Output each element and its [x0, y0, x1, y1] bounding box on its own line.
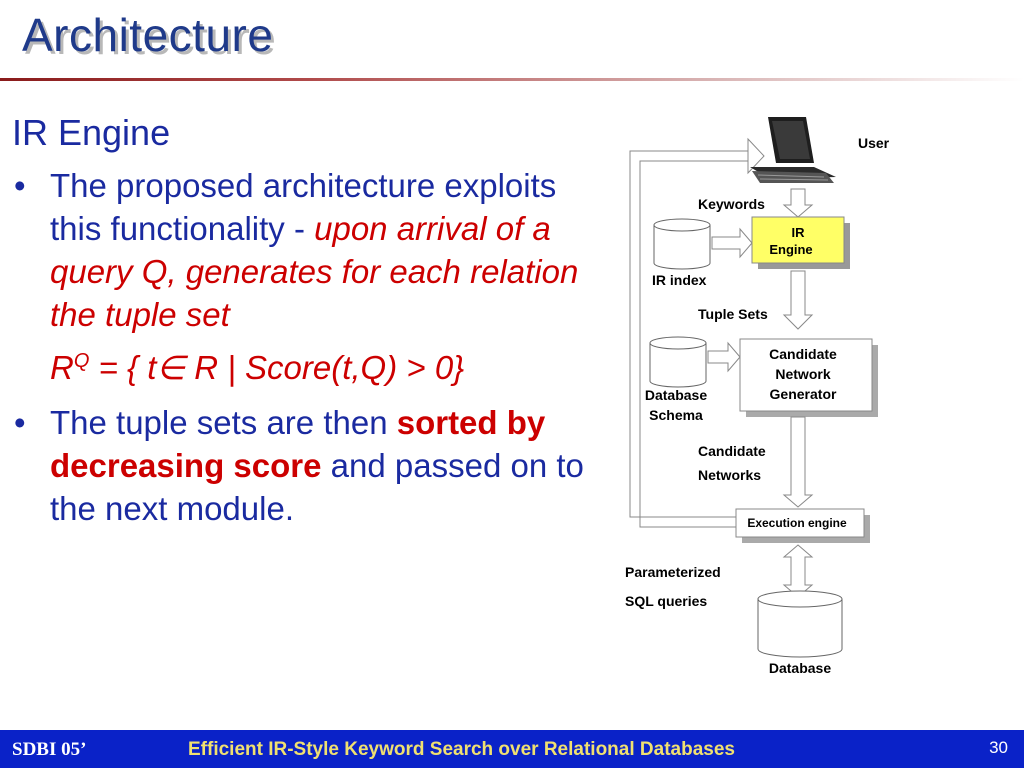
formula-base: R: [50, 349, 74, 386]
conference-label: SDBI 05’: [12, 739, 87, 760]
generator-label-line2: Network: [775, 366, 830, 382]
bullet-1-emphasis: upon arrival of a query Q, generates for…: [50, 210, 579, 333]
formula-body: = { t∈ R | Score(t,Q) > 0}: [89, 349, 465, 386]
bullet-marker: •: [14, 167, 26, 204]
database-label: Database: [769, 660, 831, 676]
bullet-item-1: • The proposed architecture exploits thi…: [12, 164, 590, 389]
tuple-sets-label: Tuple Sets: [698, 306, 768, 322]
sql-queries-double-arrow: [782, 544, 814, 598]
ir-index-label: IR index: [652, 272, 707, 288]
user-label: User: [858, 135, 890, 151]
keywords-label: Keywords: [698, 196, 765, 212]
database-schema-cylinder: [649, 336, 707, 388]
slide-footer: SDBI 05’ Efficient IR-Style Keyword Sear…: [0, 730, 1024, 768]
bullet-item-2: • The tuple sets are then sorted by decr…: [12, 401, 590, 530]
tuple-set-formula: RQ = { t∈ R | Score(t,Q) > 0}: [50, 340, 590, 389]
keywords-arrow: [782, 188, 814, 218]
execution-engine-box: [735, 508, 870, 543]
slide-content: IR Engine • The proposed architecture ex…: [12, 112, 590, 542]
database-schema-label-line1: Database: [645, 387, 707, 403]
formula-superscript: Q: [73, 350, 90, 372]
feedback-loop: [629, 137, 765, 528]
section-heading: IR Engine: [12, 112, 171, 153]
bullet-2-emphasis: sorted by decreasing score: [50, 404, 546, 484]
bullet-marker: •: [14, 404, 26, 441]
candidate-networks-label-line2: Networks: [698, 467, 761, 483]
paper-title: Efficient IR-Style Keyword Search over R…: [188, 739, 735, 760]
ir-index-cylinder: [653, 218, 711, 270]
execution-engine-label: Execution engine: [747, 516, 847, 530]
schema-to-generator-arrow: [707, 341, 741, 373]
bullet-2-text-end: and passed on to the next module.: [50, 447, 584, 527]
title-divider: [0, 78, 1024, 81]
ir-engine-label-line1: IR: [792, 225, 806, 240]
generator-label-line3: Generator: [770, 386, 837, 402]
candidate-network-generator-box: [739, 338, 878, 417]
candidate-networks-arrow: [782, 416, 814, 508]
sql-queries-label: SQL queries: [625, 593, 707, 609]
bullet-2-text-start: The tuple sets are then: [50, 404, 388, 441]
generator-label-line1: Candidate: [769, 346, 837, 362]
database-schema-label-line2: Schema: [649, 407, 703, 423]
index-to-engine-arrow: [711, 227, 753, 259]
database-cylinder: [757, 590, 843, 658]
bullet-1-text: The proposed architecture exploits this …: [50, 167, 557, 247]
parameterized-label: Parameterized: [625, 564, 721, 580]
ir-engine-label-line2: Engine: [769, 242, 812, 257]
candidate-networks-label-line1: Candidate: [698, 443, 766, 459]
page-number: 30: [989, 738, 1008, 757]
laptop-icon: [750, 117, 836, 183]
tuple-sets-arrow: [782, 270, 814, 330]
slide-title: Architecture: [22, 9, 274, 61]
ir-engine-box: [751, 216, 850, 269]
architecture-diagram: User Keywords IR index IR Engine Tuple S…: [625, 117, 890, 676]
